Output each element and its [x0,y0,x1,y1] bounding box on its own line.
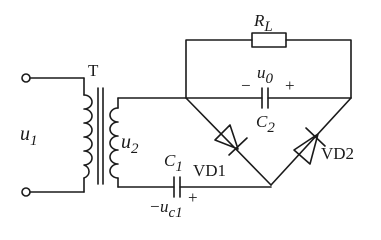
secondary-voltage-label: u2 [121,131,139,157]
load-resistor-label: RL [253,11,273,35]
diode-vd1-label: VD1 [193,161,226,180]
c1-plus-sign: + [188,188,198,207]
diode-vd2-label: VD2 [321,144,354,163]
primary-winding [83,94,93,179]
transformer-label: T [88,61,99,80]
secondary-winding [109,107,119,179]
input-terminals [21,73,85,197]
vd1-wire [185,97,272,186]
diode-vd1 [185,97,272,186]
c1-voltage-label: uc1 [160,197,183,221]
input-terminal-top [21,73,31,83]
load-wire-left [185,39,253,99]
diode-vd2 [270,97,352,186]
load-branch [185,32,352,99]
output-voltage-label: u0 [257,63,274,87]
vd1-bar [228,137,248,156]
vd2-bar [305,127,326,147]
load-wire-right [285,39,352,99]
vd2-wire [270,97,352,186]
input-voltage-label: u1 [20,123,38,149]
capacitor-c2-branch [185,87,352,109]
output-minus-sign: − [241,76,251,95]
transformer [83,87,119,188]
c1-minus-sign: − [150,197,160,216]
input-terminal-bottom [21,187,31,197]
capacitor-c2-label: C2 [256,112,275,136]
load-resistor [251,32,287,48]
capacitor-c1-branch [117,176,272,198]
capacitor-c1-label: C1 [164,151,183,175]
voltage-doubler-circuit: u1 T u2 RL − u0 + C2 C1 VD1 VD2 − uc1 + [20,11,354,221]
vd2-triangle [293,133,319,165]
output-plus-sign: + [285,76,295,95]
vd1-triangle [214,124,239,150]
